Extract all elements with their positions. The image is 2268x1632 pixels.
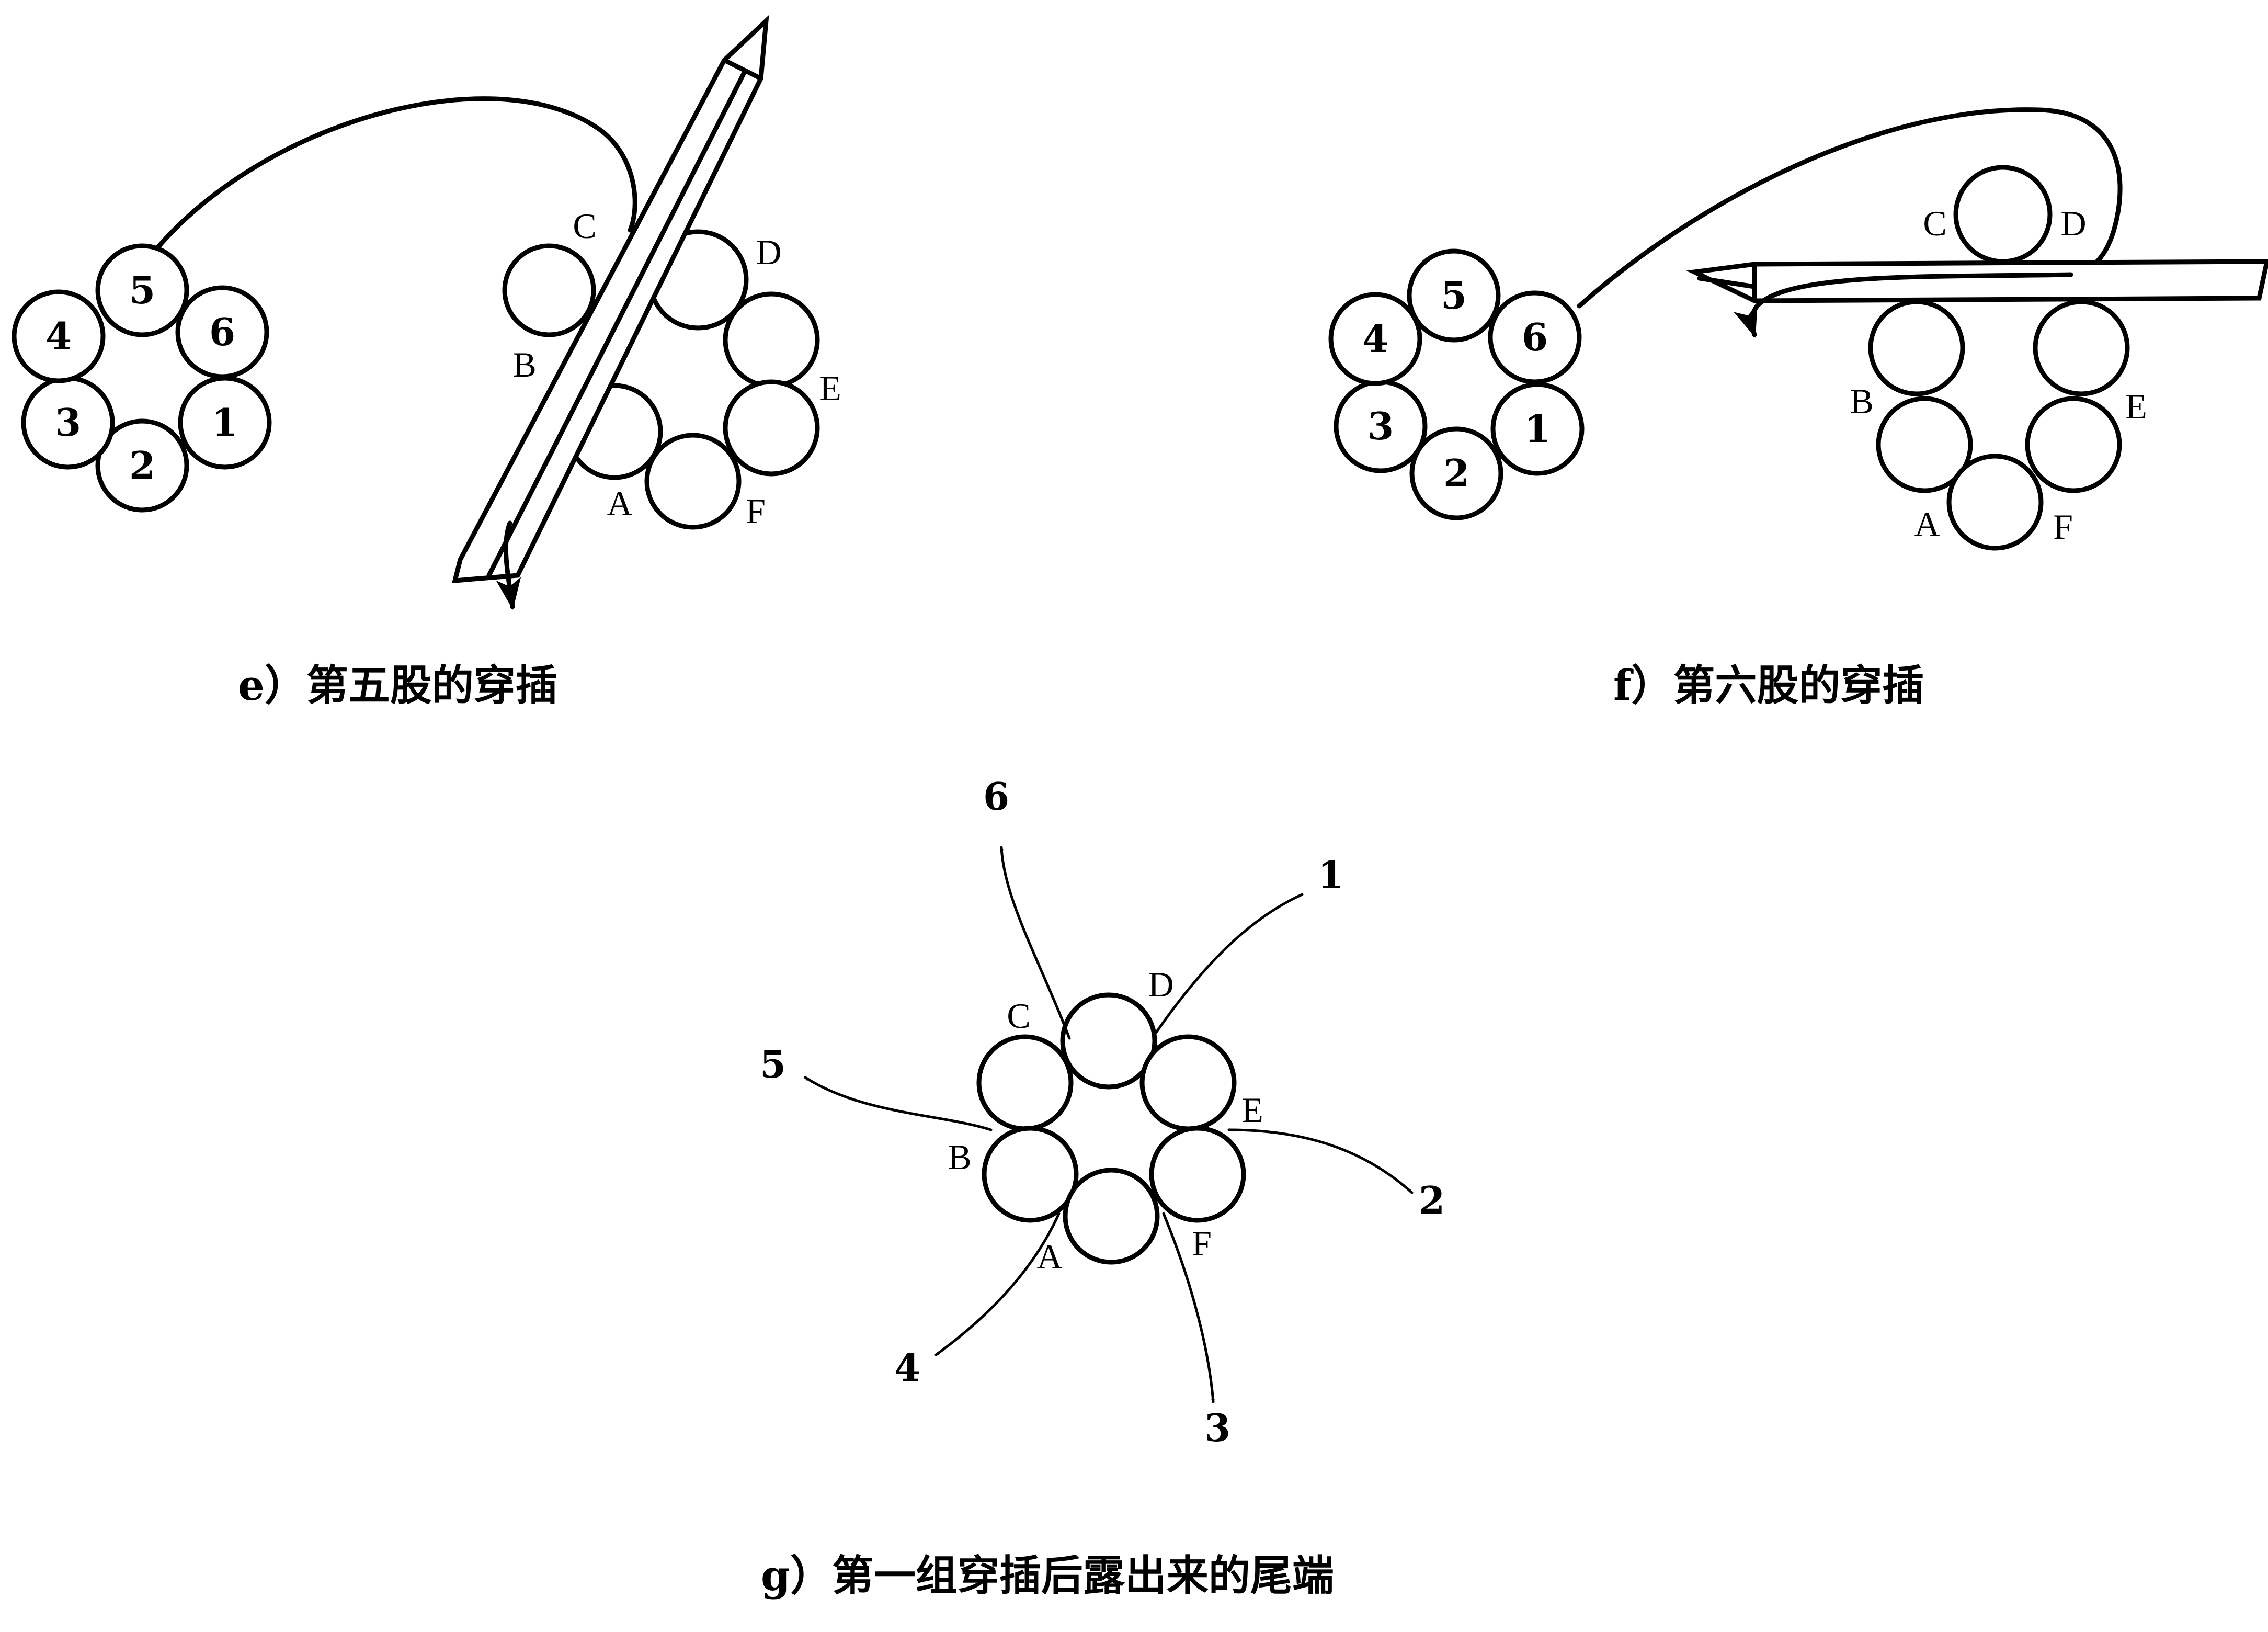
panel-f-letter-b: B [1850, 381, 1873, 421]
panel-e-spike [452, 15, 769, 584]
panel-g-rope-ring [976, 992, 1246, 1265]
panel-f-strand-1-circle [1490, 382, 1585, 476]
panel-g-circle-upper-right [1139, 1034, 1237, 1131]
panel-g-end-4-arrow [934, 1212, 1061, 1356]
panel-e-spike-tip-line [722, 58, 763, 81]
panel-g-end-1-arrow [1154, 893, 1304, 1035]
panel-g-end-6-label: 6 [983, 774, 1009, 819]
panel-e-letter-f: F [746, 491, 766, 531]
panel-g-end-5-label: 5 [760, 1042, 786, 1086]
panel-e-strand-4-circle [12, 289, 106, 383]
panel-f-strand-6-label: 6 [1522, 315, 1548, 359]
panel-f-strand-6-circle [1488, 290, 1582, 384]
panel-f-circle-b-upper [1868, 299, 1965, 396]
panel-f-strand-path [1577, 107, 2123, 309]
panel-e-strand-5-circle [95, 243, 189, 337]
panel-e-letter-d: D [756, 232, 781, 272]
panel-f-letter-a: A [1914, 504, 1940, 544]
panel-e-strand-3-label: 3 [55, 400, 81, 445]
panel-f-letter-e: E [2125, 387, 2147, 426]
panel-f-caption: f）第六股的穿插 [1613, 661, 1924, 710]
panel-f-strand-1-label: 1 [1524, 406, 1551, 451]
panel-g-letter-f: F [1192, 1223, 1212, 1263]
panel-f: 5 6 1 2 3 4 C D B E A F [1328, 107, 2268, 710]
panel-f-spike-center-line [1697, 276, 1757, 289]
panel-g-end-4-label: 4 [894, 1345, 920, 1390]
panel-f-strand-5-circle [1407, 248, 1501, 343]
panel-e-circle-e-upper [723, 291, 820, 389]
panel-f-strand-4-label: 4 [1362, 316, 1388, 361]
panel-f-letter-d: D [2060, 203, 2086, 243]
panel-f-circle-cd [1953, 165, 2053, 264]
panel-e-circle-c [502, 243, 596, 337]
panel-g-letter-e: E [1241, 1090, 1263, 1130]
panel-e-strand-6-label: 6 [209, 310, 235, 354]
panel-g-circle-lower-right [1149, 1126, 1246, 1223]
panel-e-strand-5-label: 5 [129, 268, 155, 312]
panel-f-circle-e-lower [2025, 396, 2122, 493]
panel-e-letter-e: E [819, 368, 841, 408]
panel-e-letter-b: B [512, 345, 536, 384]
panel-e-letter-c: C [573, 206, 596, 246]
panel-e-spike-edge [486, 68, 748, 578]
panel-g-end-2-arrow [1227, 1128, 1414, 1194]
panel-g-circle-lower-left [982, 1126, 1079, 1223]
panel-f-spike-body [1686, 259, 2268, 303]
panel-f-spike [1686, 259, 2268, 303]
panel-f-strand-4-circle [1328, 292, 1422, 386]
panel-e-strand-1-circle [178, 376, 272, 470]
panel-f-strand-ring: 5 6 1 2 3 4 [1328, 248, 1585, 520]
panel-f-strand-2-circle [1409, 426, 1503, 520]
panel-e-strand-ring: 5 6 1 2 3 4 [12, 243, 272, 513]
panel-f-letter-f: F [2053, 507, 2073, 547]
panel-g-circle-upper-left [976, 1034, 1074, 1131]
panel-g-end-6-arrow [999, 846, 1071, 1040]
panel-e-spike-body [452, 15, 769, 584]
panel-e-circle-f [644, 433, 742, 530]
panel-e-strand-4-label: 4 [45, 314, 72, 358]
panel-g-caption: g）第一组穿插后露出来的尾端 [761, 1551, 1334, 1600]
panel-e-strand-1-label: 1 [212, 400, 238, 445]
panel-g-circle-top [1060, 992, 1157, 1090]
panel-f-letter-c: C [1923, 203, 1946, 243]
panel-g-letter-c: C [1007, 996, 1030, 1036]
panel-f-rope-ring [1868, 165, 2130, 551]
panel-g-letter-a: A [1036, 1237, 1062, 1276]
panel-g-letter-d: D [1148, 965, 1173, 1004]
panel-g-end-1-label: 1 [1318, 853, 1344, 897]
panel-e-circle-e-lower [723, 379, 820, 477]
panel-g-end-3-arrow [1162, 1212, 1215, 1403]
panel-e-letter-a: A [607, 483, 632, 523]
panel-f-circle-af [1946, 454, 2044, 551]
panel-f-strand-5-label: 5 [1441, 273, 1467, 318]
panel-f-exit-arrow [1734, 272, 2073, 338]
panel-e: 5 6 1 2 3 4 C D E F A B [12, 15, 841, 710]
panel-e-strand-path [154, 96, 637, 251]
panel-f-circle-e-upper [2033, 299, 2130, 396]
panel-e-strand-2-label: 2 [129, 443, 155, 488]
panel-f-strand-3-label: 3 [1367, 404, 1394, 448]
panel-g: 6 1 5 2 4 3 C D E B A F g）第一组穿插后露出来的尾端 [760, 774, 1445, 1600]
panel-f-circle-b-lower [1876, 396, 1973, 493]
panel-g-letter-b: B [948, 1137, 971, 1177]
panel-g-end-3-label: 3 [1204, 1406, 1230, 1450]
panel-g-end-5-arrow [804, 1076, 993, 1131]
panel-g-end-2-label: 2 [1419, 1178, 1445, 1222]
panel-e-strand-2-circle [95, 418, 189, 513]
panel-e-exit-arrow [496, 520, 521, 610]
panel-e-caption: e）第五股的穿插 [238, 661, 557, 710]
panel-g-circle-bottom [1063, 1168, 1160, 1265]
panel-f-strand-2-label: 2 [1443, 451, 1469, 495]
